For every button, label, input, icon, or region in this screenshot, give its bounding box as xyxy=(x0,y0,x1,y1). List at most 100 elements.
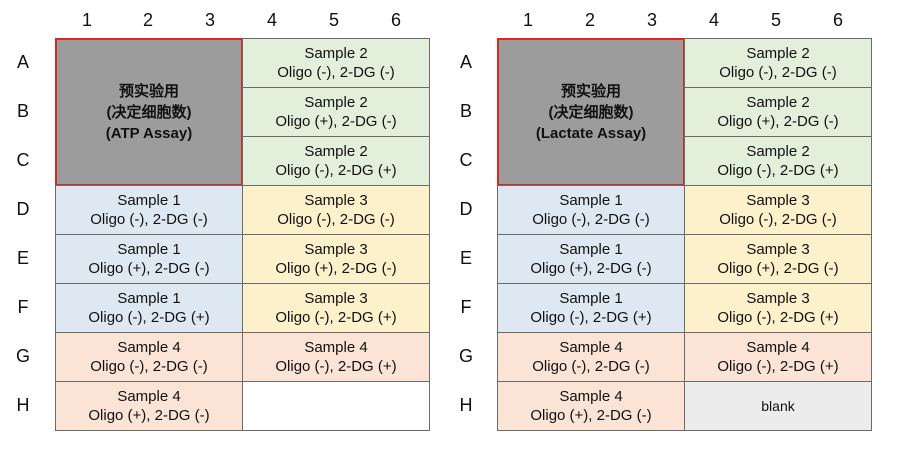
well-cell: Sample 3 Oligo (+), 2-DG (-) xyxy=(684,234,872,284)
row-label: C xyxy=(459,150,473,170)
sample-label: Sample 4 xyxy=(304,339,368,356)
row-label: G xyxy=(458,346,473,366)
well-cell: Sample 3 Oligo (+), 2-DG (-) xyxy=(242,234,430,284)
column-label: 4 xyxy=(266,10,277,30)
row-label: D xyxy=(459,199,473,219)
sample-label: Sample 3 xyxy=(304,241,368,258)
sample-label: Sample 2 xyxy=(746,94,810,111)
pre-block-title: 预实验用 xyxy=(118,82,179,100)
sample-label: Sample 2 xyxy=(304,143,368,160)
sample-label: Sample 1 xyxy=(559,192,623,209)
pre-experiment-block: 预实验用 (决定细胞数) (Lactate Assay) xyxy=(497,38,685,186)
treatment-label: Oligo (-), 2-DG (+) xyxy=(275,309,397,326)
blank-label: blank xyxy=(761,397,795,414)
treatment-label: Oligo (-), 2-DG (+) xyxy=(717,309,839,326)
sample-label: Sample 3 xyxy=(746,290,810,307)
well-cell: Sample 4 Oligo (-), 2-DG (-) xyxy=(497,332,685,382)
treatment-label: Oligo (-), 2-DG (-) xyxy=(532,211,650,228)
row-label: C xyxy=(16,150,30,170)
column-label: 2 xyxy=(142,10,153,30)
pre-block-title: 预实验用 xyxy=(560,82,621,100)
column-label: 5 xyxy=(328,10,339,30)
well-cell: Sample 2 Oligo (-), 2-DG (+) xyxy=(684,136,872,186)
sample-label: Sample 1 xyxy=(559,241,623,258)
treatment-label: Oligo (-), 2-DG (-) xyxy=(719,64,837,81)
treatment-label: Oligo (-), 2-DG (+) xyxy=(275,358,397,375)
treatment-label: Oligo (-), 2-DG (-) xyxy=(277,211,395,228)
column-label: 4 xyxy=(708,10,719,30)
sample-label: Sample 2 xyxy=(304,45,368,62)
sample-label: Sample 1 xyxy=(559,290,623,307)
well-cell: Sample 2 Oligo (-), 2-DG (+) xyxy=(242,136,430,186)
treatment-label: Oligo (-), 2-DG (-) xyxy=(532,358,650,375)
well-cell: Sample 2 Oligo (+), 2-DG (-) xyxy=(684,87,872,137)
column-label: 3 xyxy=(646,10,657,30)
sample-label: Sample 2 xyxy=(304,94,368,111)
well-cell: Sample 3 Oligo (-), 2-DG (+) xyxy=(242,283,430,333)
pre-block-assay: (Lactate Assay) xyxy=(535,124,647,142)
treatment-label: Oligo (-), 2-DG (-) xyxy=(90,358,208,375)
sample-label: Sample 1 xyxy=(117,290,181,307)
row-label: F xyxy=(460,297,472,317)
well-cell: Sample 3 Oligo (-), 2-DG (+) xyxy=(684,283,872,333)
treatment-label: Oligo (-), 2-DG (-) xyxy=(277,64,395,81)
treatment-label: Oligo (-), 2-DG (+) xyxy=(717,358,839,375)
well-cell: Sample 1 Oligo (-), 2-DG (-) xyxy=(55,185,243,235)
column-label: 2 xyxy=(584,10,595,30)
sample-label: Sample 1 xyxy=(117,192,181,209)
well-cell: Sample 4 Oligo (-), 2-DG (+) xyxy=(242,332,430,382)
treatment-label: Oligo (-), 2-DG (+) xyxy=(88,309,210,326)
row-label: B xyxy=(16,101,29,121)
row-label: H xyxy=(459,395,473,415)
pre-block-note: (决定细胞数) xyxy=(548,103,634,121)
sample-label: Sample 2 xyxy=(746,45,810,62)
well-cell: Sample 1 Oligo (-), 2-DG (-) xyxy=(497,185,685,235)
sample-label: Sample 2 xyxy=(746,143,810,160)
treatment-label: Oligo (+), 2-DG (-) xyxy=(530,407,652,424)
treatment-label: Oligo (-), 2-DG (+) xyxy=(717,162,839,179)
row-label: H xyxy=(16,395,30,415)
sample-label: Sample 4 xyxy=(117,388,181,405)
well-cell: Sample 4 Oligo (-), 2-DG (-) xyxy=(55,332,243,382)
sample-label: Sample 3 xyxy=(746,241,810,258)
treatment-label: Oligo (+), 2-DG (-) xyxy=(275,113,397,130)
well-cell: Sample 4 Oligo (-), 2-DG (+) xyxy=(684,332,872,382)
treatment-label: Oligo (-), 2-DG (-) xyxy=(90,211,208,228)
column-label: 1 xyxy=(81,10,92,30)
pre-block-note: (决定细胞数) xyxy=(106,103,192,121)
sample-label: Sample 3 xyxy=(304,290,368,307)
treatment-label: Oligo (-), 2-DG (+) xyxy=(275,162,397,179)
sample-label: Sample 3 xyxy=(746,192,810,209)
column-label: 6 xyxy=(832,10,843,30)
treatment-label: Oligo (-), 2-DG (-) xyxy=(719,211,837,228)
row-label: B xyxy=(459,101,472,121)
sample-label: Sample 4 xyxy=(117,339,181,356)
row-label: E xyxy=(16,248,29,268)
well-cell: Sample 2 Oligo (-), 2-DG (-) xyxy=(242,38,430,88)
column-label: 6 xyxy=(390,10,401,30)
sample-label: Sample 1 xyxy=(117,241,181,258)
sample-label: Sample 4 xyxy=(559,339,623,356)
row-label: G xyxy=(15,346,30,366)
treatment-label: Oligo (+), 2-DG (-) xyxy=(88,407,210,424)
blank-well-cell: blank xyxy=(684,381,872,431)
column-label: 1 xyxy=(522,10,533,30)
row-label: F xyxy=(17,297,29,317)
sample-label: Sample 4 xyxy=(746,339,810,356)
pre-block-assay: (ATP Assay) xyxy=(105,124,193,142)
treatment-label: Oligo (+), 2-DG (-) xyxy=(88,260,210,277)
row-label: E xyxy=(459,248,472,268)
treatment-label: Oligo (+), 2-DG (-) xyxy=(275,260,397,277)
well-cell: Sample 2 Oligo (-), 2-DG (-) xyxy=(684,38,872,88)
well-cell: Sample 2 Oligo (+), 2-DG (-) xyxy=(242,87,430,137)
row-label: A xyxy=(16,52,29,72)
well-cell: Sample 1 Oligo (+), 2-DG (-) xyxy=(497,234,685,284)
well-cell: Sample 4 Oligo (+), 2-DG (-) xyxy=(497,381,685,431)
sample-label: Sample 4 xyxy=(559,388,623,405)
treatment-label: Oligo (+), 2-DG (-) xyxy=(717,113,839,130)
row-label: A xyxy=(459,52,472,72)
treatment-label: Oligo (-), 2-DG (+) xyxy=(530,309,652,326)
well-cell: Sample 4 Oligo (+), 2-DG (-) xyxy=(55,381,243,431)
